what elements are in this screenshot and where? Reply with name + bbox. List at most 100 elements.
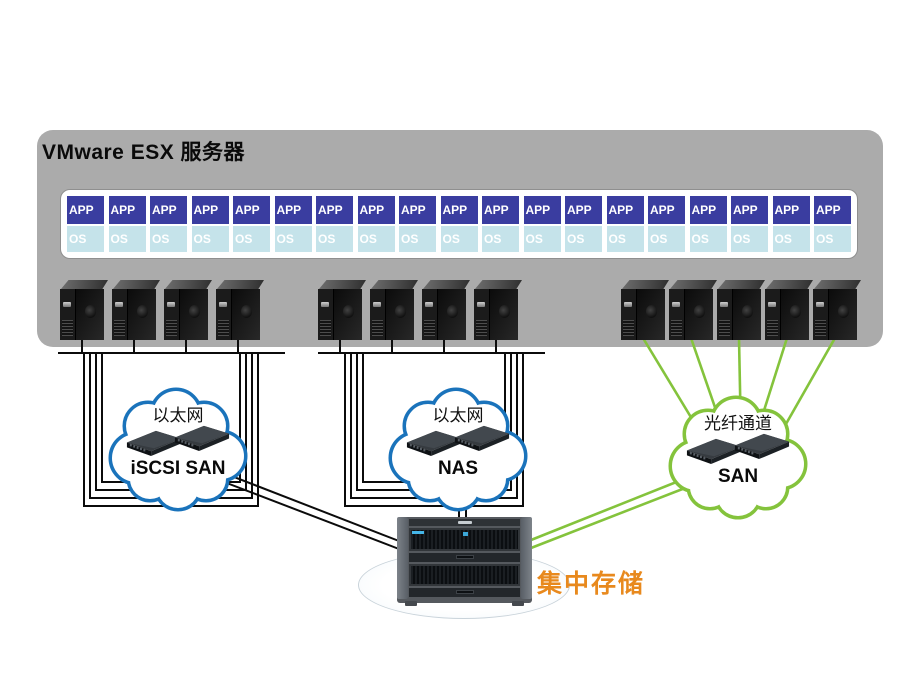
tower-badge bbox=[115, 302, 123, 307]
tower-vents bbox=[372, 320, 383, 336]
switch-row bbox=[125, 425, 231, 462]
vm-os-label: OS bbox=[67, 226, 104, 252]
tower-front-face bbox=[164, 289, 180, 340]
tower-emblem bbox=[241, 305, 252, 318]
tower-side-face bbox=[76, 289, 104, 340]
tower-top-face bbox=[371, 280, 418, 289]
vm-app-label: APP bbox=[399, 196, 436, 224]
vm-app-label: APP bbox=[731, 196, 768, 224]
tower-vents bbox=[719, 320, 730, 336]
vm-block: APP OS bbox=[606, 196, 644, 252]
vm-block: APP OS bbox=[814, 196, 851, 252]
esx-panel-title: VMware ESX 服务器 bbox=[42, 141, 246, 164]
vm-os-label: OS bbox=[440, 226, 478, 252]
tower-side-face bbox=[637, 289, 665, 340]
tower-front-face bbox=[60, 289, 76, 340]
server-tower bbox=[669, 280, 717, 340]
tower-front-face bbox=[216, 289, 232, 340]
tower-vents bbox=[320, 320, 331, 336]
vm-os-label: OS bbox=[689, 226, 727, 252]
server-tower bbox=[474, 280, 522, 340]
vm-app-label: APP bbox=[482, 196, 519, 224]
server-group-1 bbox=[60, 280, 264, 340]
tower-top-face bbox=[814, 280, 861, 289]
tower-emblem bbox=[395, 305, 406, 318]
vm-os-label: OS bbox=[565, 226, 602, 252]
cloud-nas: 以太网 NAS bbox=[376, 396, 540, 508]
server-tower bbox=[765, 280, 813, 340]
storage-array bbox=[397, 517, 532, 606]
tower-top-face bbox=[113, 280, 160, 289]
server-tower bbox=[112, 280, 160, 340]
vm-os-label: OS bbox=[772, 226, 810, 252]
server-group-3 bbox=[621, 280, 861, 340]
tower-front-face bbox=[669, 289, 685, 340]
switch-icon bbox=[174, 425, 230, 452]
server-group-2 bbox=[318, 280, 522, 340]
tower-badge bbox=[768, 302, 776, 307]
vm-block: APP OS bbox=[731, 196, 768, 252]
cloud-fc: 光纤通道 SAN bbox=[656, 404, 820, 516]
vm-os-label: OS bbox=[191, 226, 229, 252]
tower-badge bbox=[672, 302, 680, 307]
tower-side-face bbox=[180, 289, 208, 340]
cloud-iscsi: 以太网 iSCSI SAN bbox=[96, 396, 260, 508]
vm-app-label: APP bbox=[689, 196, 727, 224]
vm-os-label: OS bbox=[399, 226, 436, 252]
vm-block: APP OS bbox=[274, 196, 312, 252]
storage-disk-shelf bbox=[409, 528, 520, 551]
tower-side-face bbox=[128, 289, 156, 340]
tower-badge bbox=[477, 302, 485, 307]
tower-emblem bbox=[447, 305, 458, 318]
vm-block: APP OS bbox=[108, 196, 146, 252]
tower-side-face bbox=[438, 289, 466, 340]
switch-icon bbox=[454, 425, 510, 452]
tower-top-face bbox=[165, 280, 212, 289]
vm-app-label: APP bbox=[440, 196, 478, 224]
vm-os-label: OS bbox=[316, 226, 353, 252]
storage-foot bbox=[512, 601, 524, 606]
vm-block: APP OS bbox=[689, 196, 727, 252]
vm-app-label: APP bbox=[565, 196, 602, 224]
vm-os-label: OS bbox=[731, 226, 768, 252]
tower-front-face bbox=[422, 289, 438, 340]
vm-block: APP OS bbox=[357, 196, 395, 252]
tower-emblem bbox=[790, 305, 801, 318]
vm-block: APP OS bbox=[150, 196, 187, 252]
tower-top-face bbox=[61, 280, 108, 289]
cloud-iscsi-title: iSCSI SAN bbox=[130, 458, 226, 479]
tower-emblem bbox=[646, 305, 657, 318]
vm-app-label: APP bbox=[233, 196, 270, 224]
tower-front-face bbox=[765, 289, 781, 340]
tower-emblem bbox=[85, 305, 96, 318]
vm-app-label: APP bbox=[357, 196, 395, 224]
vm-block: APP OS bbox=[440, 196, 478, 252]
tower-front-face bbox=[717, 289, 733, 340]
tower-vents bbox=[623, 320, 634, 336]
tower-front-face bbox=[474, 289, 490, 340]
tower-top-face bbox=[475, 280, 522, 289]
vm-app-label: APP bbox=[108, 196, 146, 224]
storage-label: 集中存储 bbox=[537, 571, 646, 598]
vm-os-label: OS bbox=[357, 226, 395, 252]
server-tower bbox=[216, 280, 264, 340]
tower-side-face bbox=[733, 289, 761, 340]
vm-os-label: OS bbox=[274, 226, 312, 252]
server-tower bbox=[813, 280, 861, 340]
tower-vents bbox=[767, 320, 778, 336]
storage-controller bbox=[409, 588, 520, 597]
vm-block: APP OS bbox=[67, 196, 104, 252]
tower-front-face bbox=[370, 289, 386, 340]
vm-os-label: OS bbox=[233, 226, 270, 252]
switch-row bbox=[685, 433, 791, 470]
cloud-fc-title: SAN bbox=[717, 466, 759, 487]
tower-emblem bbox=[343, 305, 354, 318]
vm-block: APP OS bbox=[482, 196, 519, 252]
tower-front-face bbox=[813, 289, 829, 340]
tower-vents bbox=[218, 320, 229, 336]
tower-side-face bbox=[685, 289, 713, 340]
vm-os-label: OS bbox=[482, 226, 519, 252]
vm-app-label: APP bbox=[191, 196, 229, 224]
tower-badge bbox=[624, 302, 632, 307]
